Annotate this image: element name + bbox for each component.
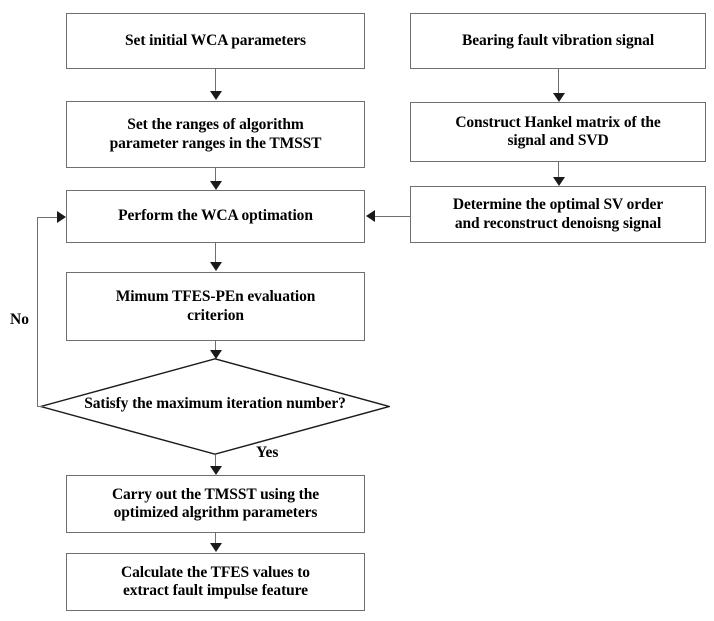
node-line: Carry out the TMSST using the [111,485,320,503]
connector-determine-to-perform-wca [375,216,410,217]
arrowhead-down-icon [210,91,222,100]
connector-decision-yes-to-carry-out [215,455,216,466]
connector-decision-no-horizontal-top [37,217,57,218]
connector-carry-out-to-calculate [215,533,216,543]
node-line: Set the ranges of algorithm [127,116,304,134]
arrowhead-down-icon [210,262,222,271]
arrowhead-down-icon [553,177,565,186]
connector-hankel-to-determine [558,162,559,177]
arrowhead-down-icon [210,181,222,190]
node-set-initial-wca[interactable]: Set initial WCA parameters [66,13,365,69]
node-line: Determine the optimal SV order [452,196,664,214]
arrowhead-down-icon [210,350,222,359]
node-line: Calculate the TFES values to [121,563,310,581]
connector-set-initial-to-set-ranges [215,69,216,91]
node-carry-out-tmsst[interactable]: Carry out the TMSST using the optimized … [66,475,365,533]
diamond-shape-icon [40,358,390,455]
node-construct-hankel[interactable]: Construct Hankel matrix of the signal an… [410,102,706,162]
node-line: Mimum TFES-PEn evaluation [115,288,316,306]
connector-mimum-to-decision [215,341,216,350]
connector-decision-no-vertical-rail [37,217,38,407]
connector-bearing-to-hankel [558,69,559,93]
node-line: and reconstruct denoisng signal [454,214,662,232]
arrowhead-left-icon [366,210,375,222]
node-line: parameter ranges in the TMSST [109,134,322,152]
node-line: extract fault impulse feature [123,582,308,599]
node-line: Perform the WCA optimation [118,207,313,225]
arrowhead-down-icon [553,93,565,102]
connector-decision-no-horizontal-bottom [37,406,43,407]
node-line: signal and SVD [507,132,609,149]
connector-set-ranges-to-perform-wca [215,168,216,181]
node-line: criterion [187,306,244,324]
node-line: Satisfy the maximum [84,395,223,413]
node-set-ranges[interactable]: Set the ranges of algorithm parameter ra… [66,101,365,168]
connector-perform-wca-to-mimum [215,243,216,262]
arrowhead-down-icon [210,543,222,552]
node-line: iteration number? [226,395,346,413]
node-perform-wca[interactable]: Perform the WCA optimation [66,190,365,243]
edge-label-yes: Yes [256,444,279,461]
arrowhead-down-icon [210,466,222,475]
node-line: Construct Hankel matrix of the [455,113,661,131]
edge-label-no: No [10,311,29,328]
arrowhead-right-icon [57,211,66,223]
node-line: Set initial WCA parameters [125,31,306,49]
node-bearing-fault-signal[interactable]: Bearing fault vibration signal [410,13,706,69]
node-mimum-tfes-pen[interactable]: Mimum TFES-PEn evaluation criterion [66,272,365,341]
node-satisfy-max-iteration[interactable]: Satisfy the maximum iteration number? [40,358,390,455]
node-calculate-tfes[interactable]: Calculate the TFES values to extract fau… [66,553,365,611]
node-line: Bearing fault vibration signal [461,31,655,49]
node-determine-sv-order[interactable]: Determine the optimal SV order and recon… [410,186,706,243]
node-line: optimized algrithm parameters [113,504,318,521]
